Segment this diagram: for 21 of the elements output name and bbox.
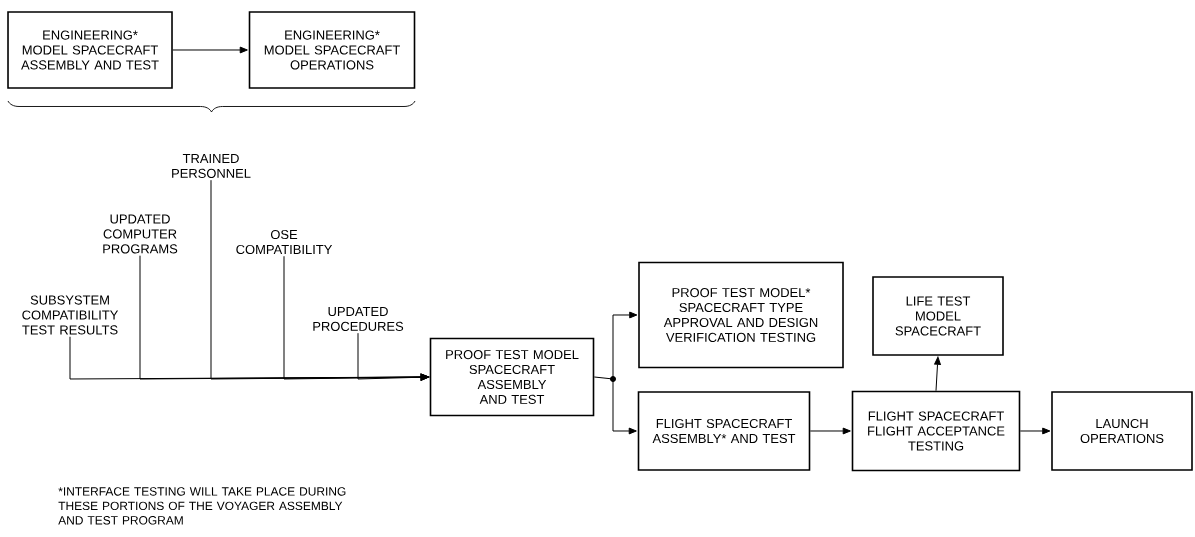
- arrow: [172, 46, 248, 54]
- arrow: [809, 427, 851, 435]
- process-box: FLIGHT SPACECRAFT FLIGHT ACCEPTANCE TESTING: [851, 390, 1021, 472]
- process-box: ENGINEERING* MODEL SPACECRAFT OPERATIONS: [248, 11, 416, 89]
- process-box: LIFE TEST MODEL SPACECRAFT: [872, 276, 1004, 356]
- input-label: UPDATED PROCEDURES: [313, 307, 404, 331]
- arrow: [357, 332, 429, 381]
- arrow: [934, 356, 941, 392]
- process-box: LAUNCH OPERATIONS: [1051, 391, 1193, 471]
- arrow: [612, 311, 638, 380]
- arrow: [1019, 427, 1051, 435]
- footnote: *INTERFACE TESTING WILL TAKE PLACE DURING THESE PORTIONS OF THE VOYAGER ASSEMBLY AND TEST PROGRAM: [58, 487, 346, 525]
- process-box: PROOF TEST MODEL* SPACECRAFT TYPE APPROVAL AND DESIGN VERIFICATION TESTING: [638, 261, 844, 369]
- input-label: TRAINED PERSONNEL: [172, 154, 251, 178]
- input-label: UPDATED COMPUTER PROGRAMS: [103, 214, 178, 254]
- input-label: OSE COMPATIBILITY: [236, 229, 333, 255]
- process-box: PROOF TEST MODEL SPACECRAFT ASSEMBLY AND TEST: [429, 337, 595, 417]
- input-label: SUBSYSTEM COMPATIBILITY TEST RESULTS: [22, 295, 119, 335]
- process-box: FLIGHT SPACECRAFT ASSEMBLY* AND TEST: [637, 391, 811, 471]
- arrow: [612, 378, 637, 435]
- process-box: ENGINEERING* MODEL SPACECRAFT ASSEMBLY AND TEST: [7, 11, 173, 89]
